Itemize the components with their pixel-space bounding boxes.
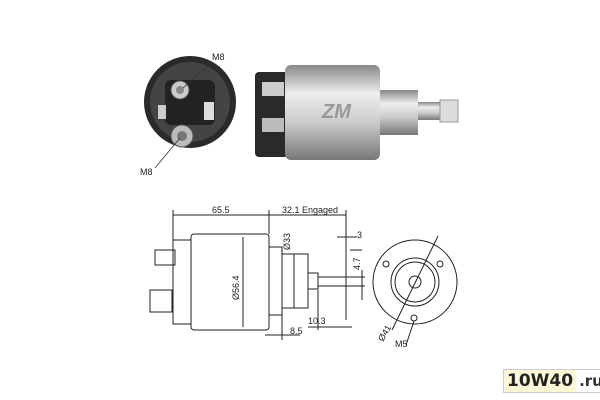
dim-plunger-tip: 10.3 xyxy=(308,316,326,326)
side-dimension-drawing xyxy=(149,210,365,340)
end-dimension-drawing xyxy=(372,235,458,346)
side-view-photo: ZM xyxy=(255,65,459,160)
dim-slot-height: 4.7 xyxy=(352,257,362,270)
dim-plunger-diameter: Ø33 xyxy=(282,233,292,250)
watermark-logo: 10W40 .ru xyxy=(503,369,600,393)
dim-body-diameter: Ø56.4 xyxy=(231,275,241,300)
dim-thread: M5 xyxy=(395,339,408,349)
m8-label-top: M8 xyxy=(212,52,225,62)
watermark-suffix: .ru xyxy=(576,370,600,392)
svg-text:ZM: ZM xyxy=(321,101,352,123)
dim-body-length: 65.5 xyxy=(212,205,230,215)
dim-engaged: 32.1 Engaged xyxy=(282,205,338,215)
watermark-main: 10W40 xyxy=(504,370,577,392)
dim-bolt-circle: Ø41 xyxy=(376,323,393,343)
dim-slot-width: 3 xyxy=(357,230,362,240)
m8-label-bottom: M8 xyxy=(140,167,153,177)
dim-flange: 8.5 xyxy=(290,326,303,336)
end-view-photo: M8 M8 xyxy=(140,52,236,177)
